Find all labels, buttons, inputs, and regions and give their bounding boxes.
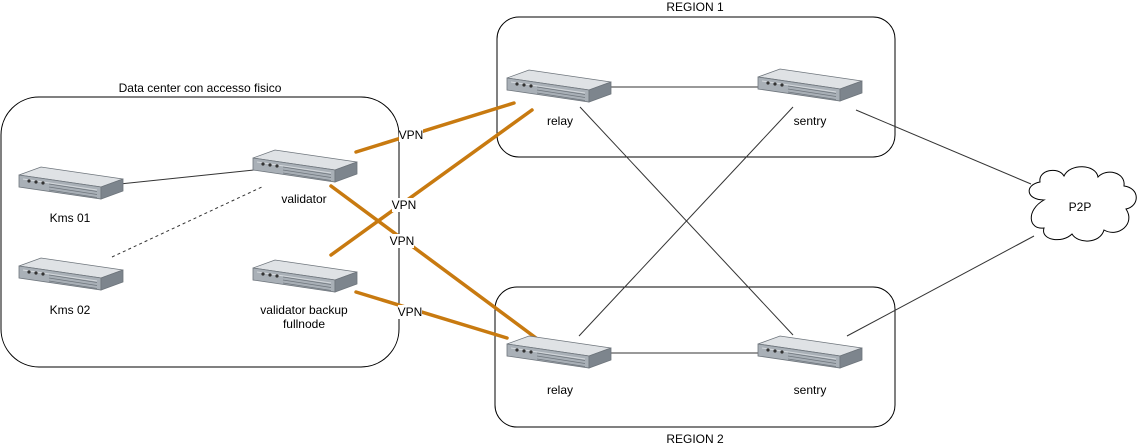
cloud-icon: [1028, 166, 1137, 242]
region1-group-label: REGION 1: [666, 0, 724, 14]
region1-group: [496, 16, 896, 158]
vpn-link-backup-relay2: [354, 290, 509, 340]
node-label-relay1: relay: [547, 114, 573, 128]
node-label-kms01: Kms 01: [50, 211, 91, 225]
vpn-label-4: VPN: [398, 305, 423, 319]
node-label-sentry1: sentry: [794, 114, 827, 128]
datacenter-group: [0, 96, 400, 368]
node-label-validator-backup-line2: fullnode: [283, 317, 325, 331]
region2-group-label: REGION 2: [666, 432, 724, 446]
region2-group: [494, 286, 896, 428]
vpn-link-validator-relay2: [329, 184, 538, 340]
server-icon-relay2: [506, 335, 612, 369]
vpn-link-backup-relay1: [329, 108, 534, 257]
server-icon-kms01: [18, 166, 124, 200]
vpn-label-3: VPN: [390, 234, 415, 248]
link-sentry1-p2p: [855, 109, 1032, 185]
vpn-link-validator-relay1: [354, 101, 516, 154]
link-kms02-validator-dashed: [111, 185, 265, 258]
node-label-sentry2: sentry: [794, 383, 827, 397]
server-icon-validator: [252, 149, 358, 183]
node-label-validator: validator: [281, 192, 326, 206]
link-sentry1-relay2: [578, 106, 794, 337]
server-icon-kms02: [18, 257, 124, 291]
server-icon-sentry1: [757, 68, 863, 102]
datacenter-group-label: Data center con accesso fisico: [119, 81, 282, 95]
server-icon-relay1: [506, 69, 612, 103]
link-sentry2-p2p: [846, 235, 1035, 337]
cloud-label-p2p: P2P: [1069, 200, 1092, 214]
node-label-validator-backup: validator backup: [260, 303, 348, 317]
vpn-label-1: VPN: [399, 128, 424, 142]
server-icon-sentry2: [757, 335, 863, 369]
link-kms01-validator: [119, 169, 255, 185]
vpn-label-2: VPN: [392, 198, 417, 212]
node-label-relay2: relay: [547, 383, 573, 397]
server-icon-validator-backup: [252, 259, 358, 293]
node-label-kms02: Kms 02: [50, 303, 91, 317]
